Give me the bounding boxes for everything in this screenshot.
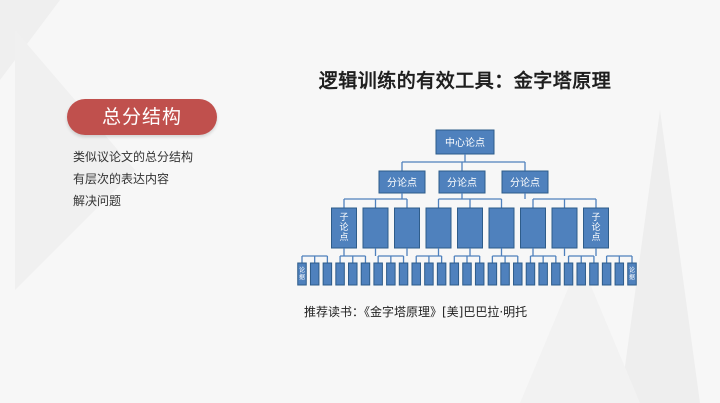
evidence-node-label: 论据: [629, 266, 635, 281]
root-node: [435, 129, 495, 155]
description-line-1: 类似议论文的总分结构: [73, 150, 194, 164]
sub-node: [488, 207, 515, 249]
evidence-node: [386, 262, 396, 286]
branch-node-label: 分论点: [447, 176, 477, 189]
sub-node: [394, 207, 420, 249]
evidence-node: [500, 262, 510, 286]
evidence-node: [411, 262, 421, 286]
branch-node-label: 分论点: [510, 176, 540, 189]
evidence-node: [424, 262, 434, 286]
branch-node-label: 分论点: [387, 176, 417, 189]
evidence-node: [398, 262, 409, 286]
book-recommendation: 推荐读书：《金字塔原理》[美]巴巴拉·明托: [304, 305, 528, 319]
evidence-node: [563, 262, 574, 286]
evidence-node: [360, 262, 371, 286]
sub-node: [457, 207, 483, 249]
sub-node: [331, 207, 357, 249]
evidence-node: [474, 262, 485, 286]
section-heading-badge: 总分结构: [67, 99, 217, 135]
evidence-node: [551, 262, 561, 286]
evidence-node: [487, 262, 498, 286]
section-heading: 总分结构: [101, 106, 182, 128]
sub-node-label: 子论点: [339, 212, 348, 243]
sub-node: [425, 207, 452, 249]
sub-node-label: 子论点: [591, 212, 600, 243]
sub-node: [520, 207, 546, 249]
evidence-node: [462, 262, 472, 286]
evidence-node: [322, 262, 333, 286]
description-line-2: 有层次的表达内容: [73, 172, 170, 186]
evidence-node: [525, 262, 536, 286]
evidence-node: [348, 262, 358, 286]
evidence-node: [614, 262, 625, 286]
root-node-label: 中心论点: [445, 136, 485, 149]
evidence-node: [538, 262, 548, 286]
evidence-node: [627, 262, 637, 286]
evidence-node: [373, 262, 383, 286]
sub-node: [362, 207, 389, 249]
description-line-3: 解决问题: [73, 194, 122, 208]
evidence-node: [449, 262, 460, 286]
evidence-node: [297, 262, 307, 286]
evidence-node: [335, 262, 345, 286]
evidence-node: [513, 262, 523, 286]
evidence-node-label: 论据: [299, 266, 305, 281]
evidence-node: [601, 262, 612, 286]
sub-node: [551, 207, 578, 249]
evidence-node: [436, 262, 447, 286]
evidence-node: [576, 262, 586, 286]
evidence-node: [309, 262, 320, 286]
evidence-node: [589, 262, 599, 286]
main-title: 逻辑训练的有效工具：金字塔原理: [318, 70, 612, 92]
